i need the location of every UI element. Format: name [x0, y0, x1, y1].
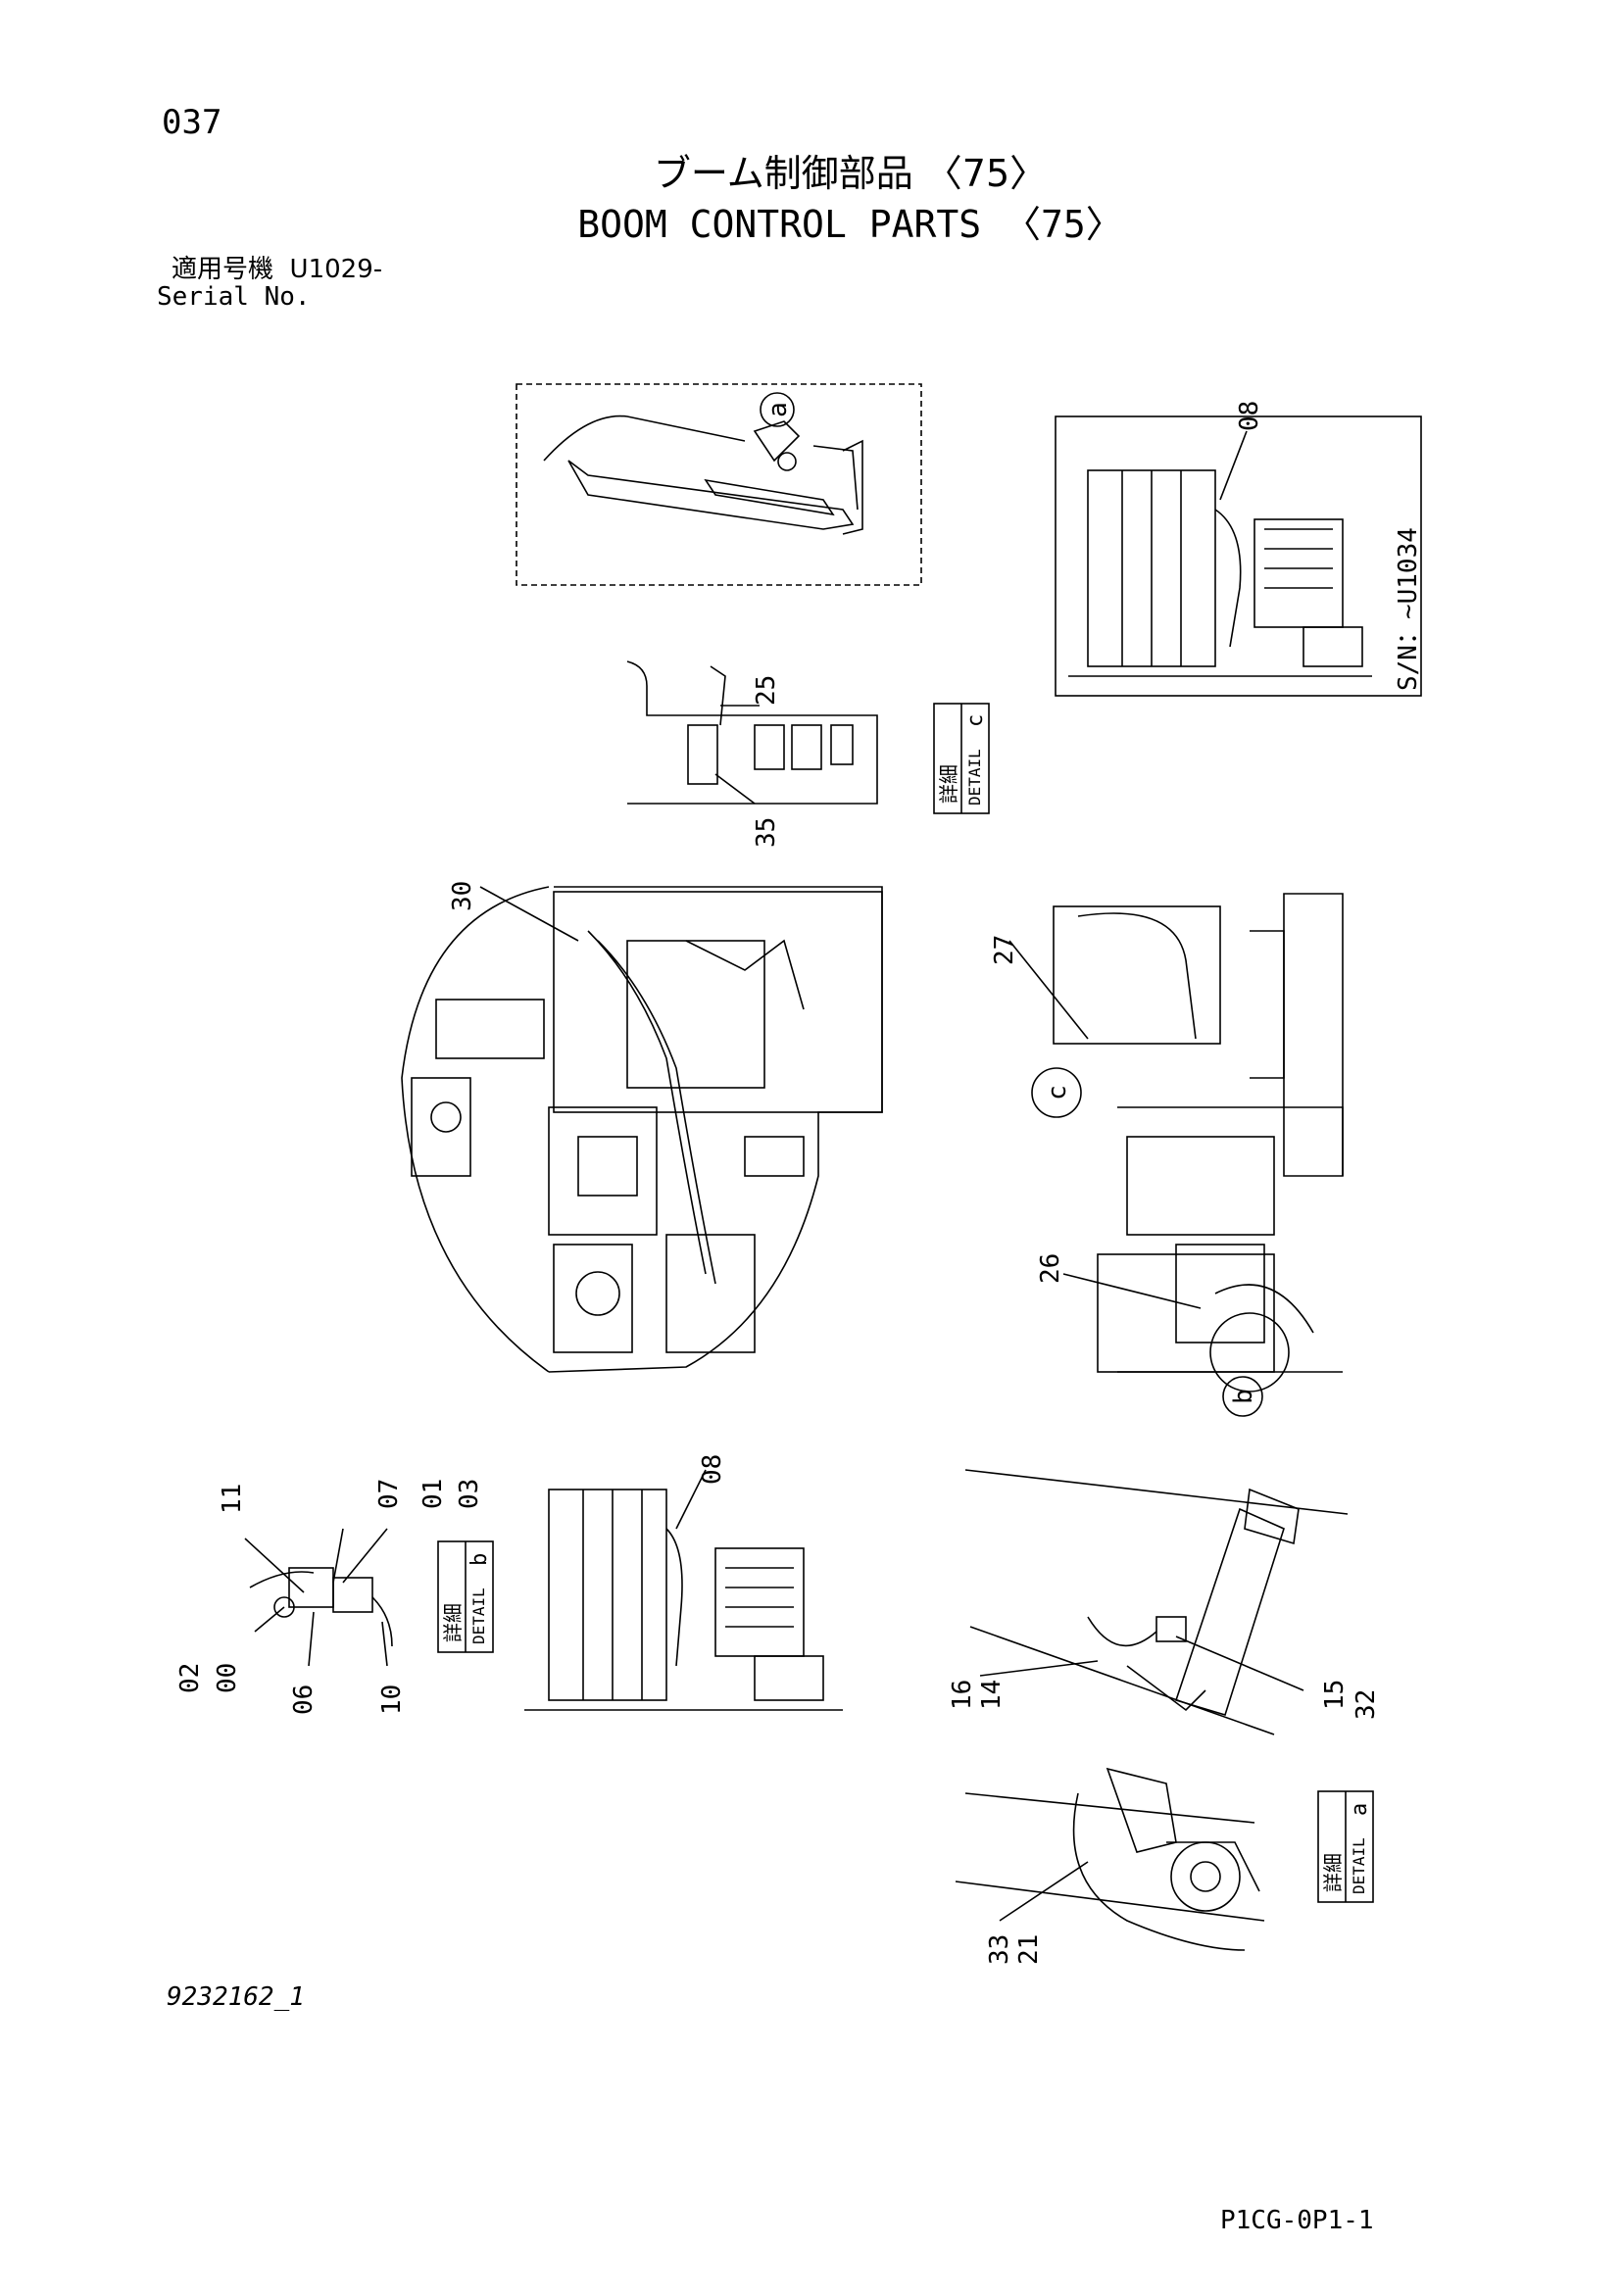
serial-label-japanese: 適用号機 [172, 255, 274, 284]
part-01: 01 [418, 1479, 448, 1509]
part-03: 03 [455, 1479, 484, 1509]
part-16: 16 [948, 1680, 977, 1710]
page-code: P1CG-0P1-1 [1220, 2206, 1374, 2235]
detail-b-marker: b [1229, 1389, 1258, 1404]
serial-label-english: Serial No. [157, 282, 311, 312]
part-30: 30 [448, 881, 477, 911]
part-07: 07 [374, 1479, 404, 1509]
main-side-view: c b 27 26 [990, 893, 1344, 1417]
part-10: 10 [377, 1685, 407, 1715]
page-title-japanese: ブーム制御部品 〈75〉 [653, 152, 1048, 195]
part-02: 02 [175, 1663, 205, 1693]
lower-middle-view: 08 [524, 1454, 843, 1711]
detail-c-marker: c [1043, 1085, 1072, 1100]
serial-note: S/N：~U1034 [1394, 527, 1423, 691]
boom-overview-inset: a [516, 383, 922, 586]
detail-a-label-jp: 詳細 [1321, 1853, 1345, 1892]
part-14: 14 [977, 1680, 1007, 1710]
part-00: 00 [213, 1663, 242, 1693]
detail-a-marker: a [763, 402, 793, 417]
part-25: 25 [752, 675, 781, 706]
detail-a-marker-circle [760, 392, 795, 427]
detail-b-letter: b [467, 1553, 492, 1566]
detail-c-label-en: DETAIL [965, 749, 984, 806]
part-21: 21 [1014, 1934, 1044, 1965]
part-11: 11 [218, 1484, 247, 1514]
detail-b-label-en: DETAIL [469, 1588, 488, 1644]
main-plan-view: 30 [401, 881, 883, 1373]
detail-a-letter: a [1348, 1803, 1372, 1816]
part-35: 35 [752, 817, 781, 848]
lower-right-view: 16 14 15 32 [948, 1469, 1381, 1735]
detail-b-drawing: 11 07 01 03 02 00 06 10 詳細 DETAIL b [175, 1479, 494, 1715]
serial-value: U1029- [289, 255, 383, 284]
part-08-top: 08 [1235, 401, 1264, 431]
detail-a-label-en: DETAIL [1350, 1837, 1368, 1894]
page-number: 037 [162, 103, 222, 142]
detail-a-drawing: 33 21 詳細 DETAIL a [955, 1767, 1374, 1965]
part-06: 06 [289, 1685, 319, 1715]
page-title-english: BOOM CONTROL PARTS 〈75〉 [577, 203, 1123, 246]
early-serial-inset: 08 S/N：~U1034 [1055, 401, 1423, 697]
detail-c-drawing: 25 35 詳細 DETAIL c [626, 660, 990, 848]
part-32: 32 [1352, 1689, 1381, 1720]
part-08-bottom: 08 [698, 1454, 727, 1485]
part-27: 27 [990, 935, 1019, 965]
serial-line: 適用号機 U1029- [172, 257, 382, 282]
detail-b-label-jp: 詳細 [441, 1603, 465, 1642]
drawing-number: 9232162_1 [167, 1982, 305, 2012]
part-33: 33 [985, 1934, 1014, 1965]
part-26: 26 [1036, 1253, 1065, 1284]
detail-b-marker-circle [1222, 1376, 1263, 1417]
detail-c-marker-circle [1031, 1067, 1082, 1118]
detail-c-letter: c [963, 714, 988, 727]
detail-c-label-jp: 詳細 [937, 764, 960, 804]
part-15: 15 [1320, 1680, 1350, 1710]
